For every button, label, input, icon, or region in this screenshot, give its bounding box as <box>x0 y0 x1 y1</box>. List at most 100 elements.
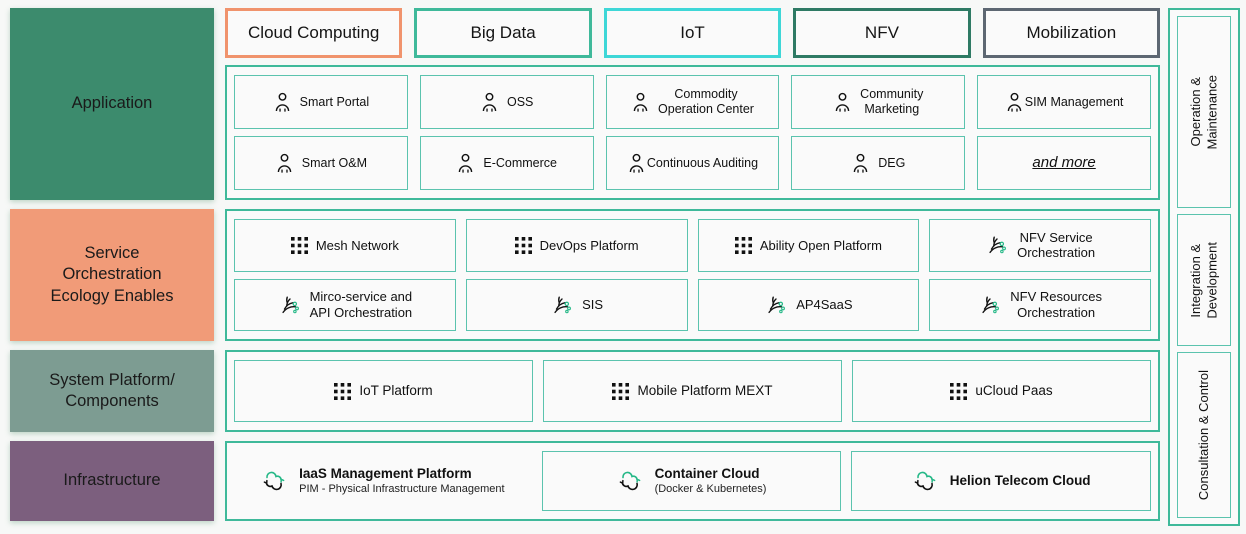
person-icon <box>835 92 850 112</box>
person-icon <box>633 92 648 112</box>
tile-community-marketing[interactable]: Community Marketing <box>791 75 966 129</box>
infrastructure-tile-row-1: IaaS Management Platform PIM - Physical … <box>234 451 1152 511</box>
person-icon <box>482 92 497 112</box>
tile-label: Commodity Operation Center <box>658 87 754 116</box>
tile-deg[interactable]: DEG <box>791 136 966 190</box>
tile-label: Smart O&M <box>301 155 368 170</box>
layer-label-infrastructure: Infrastructure <box>10 441 214 521</box>
sidebar-item-consultation-control[interactable]: Consultation & Control <box>1177 352 1231 518</box>
tile-label: Mesh Network <box>315 237 399 253</box>
sidebar-item-label: Operation & Maintenance <box>1187 74 1219 150</box>
sidebar-item-operation-maintenance[interactable]: Operation & Maintenance <box>1177 16 1231 208</box>
person-icon <box>1007 92 1022 112</box>
person-icon <box>459 153 473 173</box>
tile-container-cloud[interactable]: Container Cloud (Docker & Kubernetes) <box>541 451 842 511</box>
layer-row-service-orchestration: Service Orchestration Ecology Enables <box>10 209 1160 341</box>
orchestration-icon <box>768 296 786 314</box>
tile-commodity-operation-center[interactable]: Commodity Operation Center <box>605 75 780 129</box>
layer-row-application: Application Cloud Computing Big Data IoT… <box>10 8 1161 200</box>
tile-label: Smart Portal <box>299 94 370 109</box>
tile-devops-platform[interactable]: DevOps Platform <box>465 219 688 272</box>
tile-e-commerce[interactable]: E-Commerce <box>419 136 594 190</box>
layer-label-service-orchestration: Service Orchestration Ecology Enables <box>10 209 214 341</box>
chip-big-data[interactable]: Big Data <box>414 8 592 58</box>
tile-micro-service-and-api-orchestration[interactable]: Mirco-service and API Orchestration <box>234 278 456 331</box>
person-icon <box>853 153 868 173</box>
service-tile-row-2: Mirco-service and API Orchestration <box>234 278 1151 331</box>
tile-label: NFV Resources Orchestration <box>1010 289 1102 320</box>
tile-label: and more <box>1032 154 1096 172</box>
tile-label: SIS <box>582 297 604 313</box>
tile-and-more[interactable]: and more <box>977 136 1151 190</box>
tile-label: DEG <box>878 155 906 170</box>
person-icon <box>277 153 292 173</box>
tile-oss[interactable]: OSS <box>419 75 594 129</box>
layer-row-system-platform: System Platform/ Components <box>10 350 1160 432</box>
layer-label-system-platform: System Platform/ Components <box>10 350 214 432</box>
tile-sim-management[interactable]: SIM Management <box>977 75 1151 129</box>
chip-label: NFV <box>864 23 899 42</box>
layer-row-infrastructure: Infrastructure IaaS Management <box>10 441 1160 521</box>
orchestration-icon <box>554 296 572 314</box>
tile-mesh-network[interactable]: Mesh Network <box>234 219 456 272</box>
application-tile-panel: Smart Portal OSS <box>225 65 1160 200</box>
service-orchestration-tile-panel: Mesh Network DevOps Platform <box>225 209 1160 341</box>
tile-continuous-auditing[interactable]: Continuous Auditing <box>605 136 780 190</box>
system-platform-body: IoT Platform Mobile Platform MEXT <box>225 350 1160 432</box>
application-domain-chips: Cloud Computing Big Data IoT NFV Mobiliz… <box>225 8 1161 58</box>
chip-label: Cloud Computing <box>248 23 380 42</box>
grid-icon <box>612 382 630 400</box>
chip-mobilization[interactable]: Mobilization <box>982 8 1161 58</box>
service-tile-row-1: Mesh Network DevOps Platform <box>234 219 1151 272</box>
tile-smart-portal[interactable]: Smart Portal <box>234 75 408 129</box>
chip-label: Mobilization <box>1026 23 1117 42</box>
application-tile-row-2: Smart O&M E-Commerce <box>234 136 1151 190</box>
infrastructure-tile-panel: IaaS Management Platform PIM - Physical … <box>225 441 1160 521</box>
chip-label: IoT <box>680 23 705 42</box>
cloud-sync-icon <box>914 471 936 490</box>
infra-text-block: Container Cloud (Docker & Kubernetes) <box>655 466 767 496</box>
tile-label: Continuous Auditing <box>646 155 759 170</box>
tile-label: Community Marketing <box>860 87 924 116</box>
infrastructure-body: IaaS Management Platform PIM - Physical … <box>225 441 1160 521</box>
application-body: Cloud Computing Big Data IoT NFV Mobiliz… <box>225 8 1161 200</box>
orchestration-icon <box>982 296 1000 314</box>
grid-icon <box>950 382 968 400</box>
chip-label: Big Data <box>470 23 536 42</box>
system-platform-tile-panel: IoT Platform Mobile Platform MEXT <box>225 350 1160 432</box>
application-tile-row-1: Smart Portal OSS <box>234 75 1151 129</box>
tile-nfv-service-orchestration[interactable]: NFV Service Orchestration <box>929 219 1151 272</box>
tile-mobile-platform-mext[interactable]: Mobile Platform MEXT <box>543 360 842 422</box>
tile-helion-telecom-cloud[interactable]: Helion Telecom Cloud <box>851 451 1152 511</box>
sidebar-item-integration-development[interactable]: Integration & Development <box>1177 214 1231 346</box>
tile-label: uCloud Paas <box>975 383 1053 399</box>
tile-label: DevOps Platform <box>539 237 639 253</box>
infra-text-block: Helion Telecom Cloud <box>950 473 1091 489</box>
tile-iaas-management-platform[interactable]: IaaS Management Platform PIM - Physical … <box>234 451 532 511</box>
grid-icon <box>514 236 532 254</box>
tile-ap4saas[interactable]: AP4SaaS <box>697 278 920 331</box>
sidebar-item-label: Integration & Development <box>1187 241 1219 319</box>
infra-subtitle: PIM - Physical Infrastructure Management <box>299 482 505 495</box>
service-orchestration-body: Mesh Network DevOps Platform <box>225 209 1160 341</box>
chip-iot[interactable]: IoT <box>603 8 782 58</box>
tile-nfv-resources-orchestration[interactable]: NFV Resources Orchestration <box>929 278 1151 331</box>
infra-title: Helion Telecom Cloud <box>949 473 1091 489</box>
grid-icon <box>734 236 752 254</box>
grid-icon <box>290 236 308 254</box>
tile-label: SIM Management <box>1024 94 1124 109</box>
orchestration-icon <box>989 236 1007 254</box>
person-icon <box>275 92 289 112</box>
tile-ability-open-platform[interactable]: Ability Open Platform <box>697 219 920 272</box>
tile-label: Mobile Platform MEXT <box>637 383 773 399</box>
chip-nfv[interactable]: NFV <box>793 8 971 58</box>
tile-iot-platform[interactable]: IoT Platform <box>234 360 533 422</box>
layer-stack: Application Cloud Computing Big Data IoT… <box>10 8 1161 526</box>
tile-ucloud-paas[interactable]: uCloud Paas <box>852 360 1151 422</box>
tile-smart-o-and-m[interactable]: Smart O&M <box>234 136 408 190</box>
tile-label: Ability Open Platform <box>759 237 882 253</box>
chip-cloud-computing[interactable]: Cloud Computing <box>225 8 403 58</box>
tile-sis[interactable]: SIS <box>465 278 688 331</box>
sidebar-item-label: Consultation & Control <box>1195 369 1211 501</box>
